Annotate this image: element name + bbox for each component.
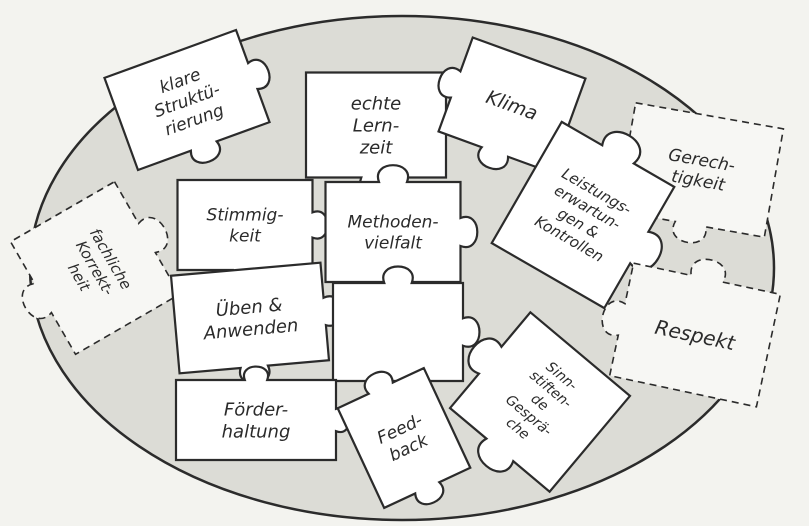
- puzzle-piece-shape: [333, 267, 479, 381]
- puzzle-piece-label: echte: [351, 93, 402, 114]
- puzzle-piece-label: zeit: [359, 137, 394, 158]
- puzzle-piece-label: haltung: [222, 421, 291, 442]
- puzzle-piece-label: keit: [229, 226, 262, 246]
- puzzle-piece-label: vielfalt: [364, 233, 423, 253]
- puzzle-piece-label: Förder-: [224, 399, 288, 420]
- puzzle-piece-leer: [333, 267, 479, 381]
- puzzle-piece-label: Stimmig-: [207, 206, 284, 226]
- puzzle-piece-foerder: Förder-haltung: [176, 367, 349, 460]
- puzzle-piece-label: Lern-: [353, 115, 399, 136]
- puzzle-piece-methoden: Methoden-vielfalt: [326, 165, 478, 282]
- puzzle-piece-label: Methoden-: [347, 213, 438, 233]
